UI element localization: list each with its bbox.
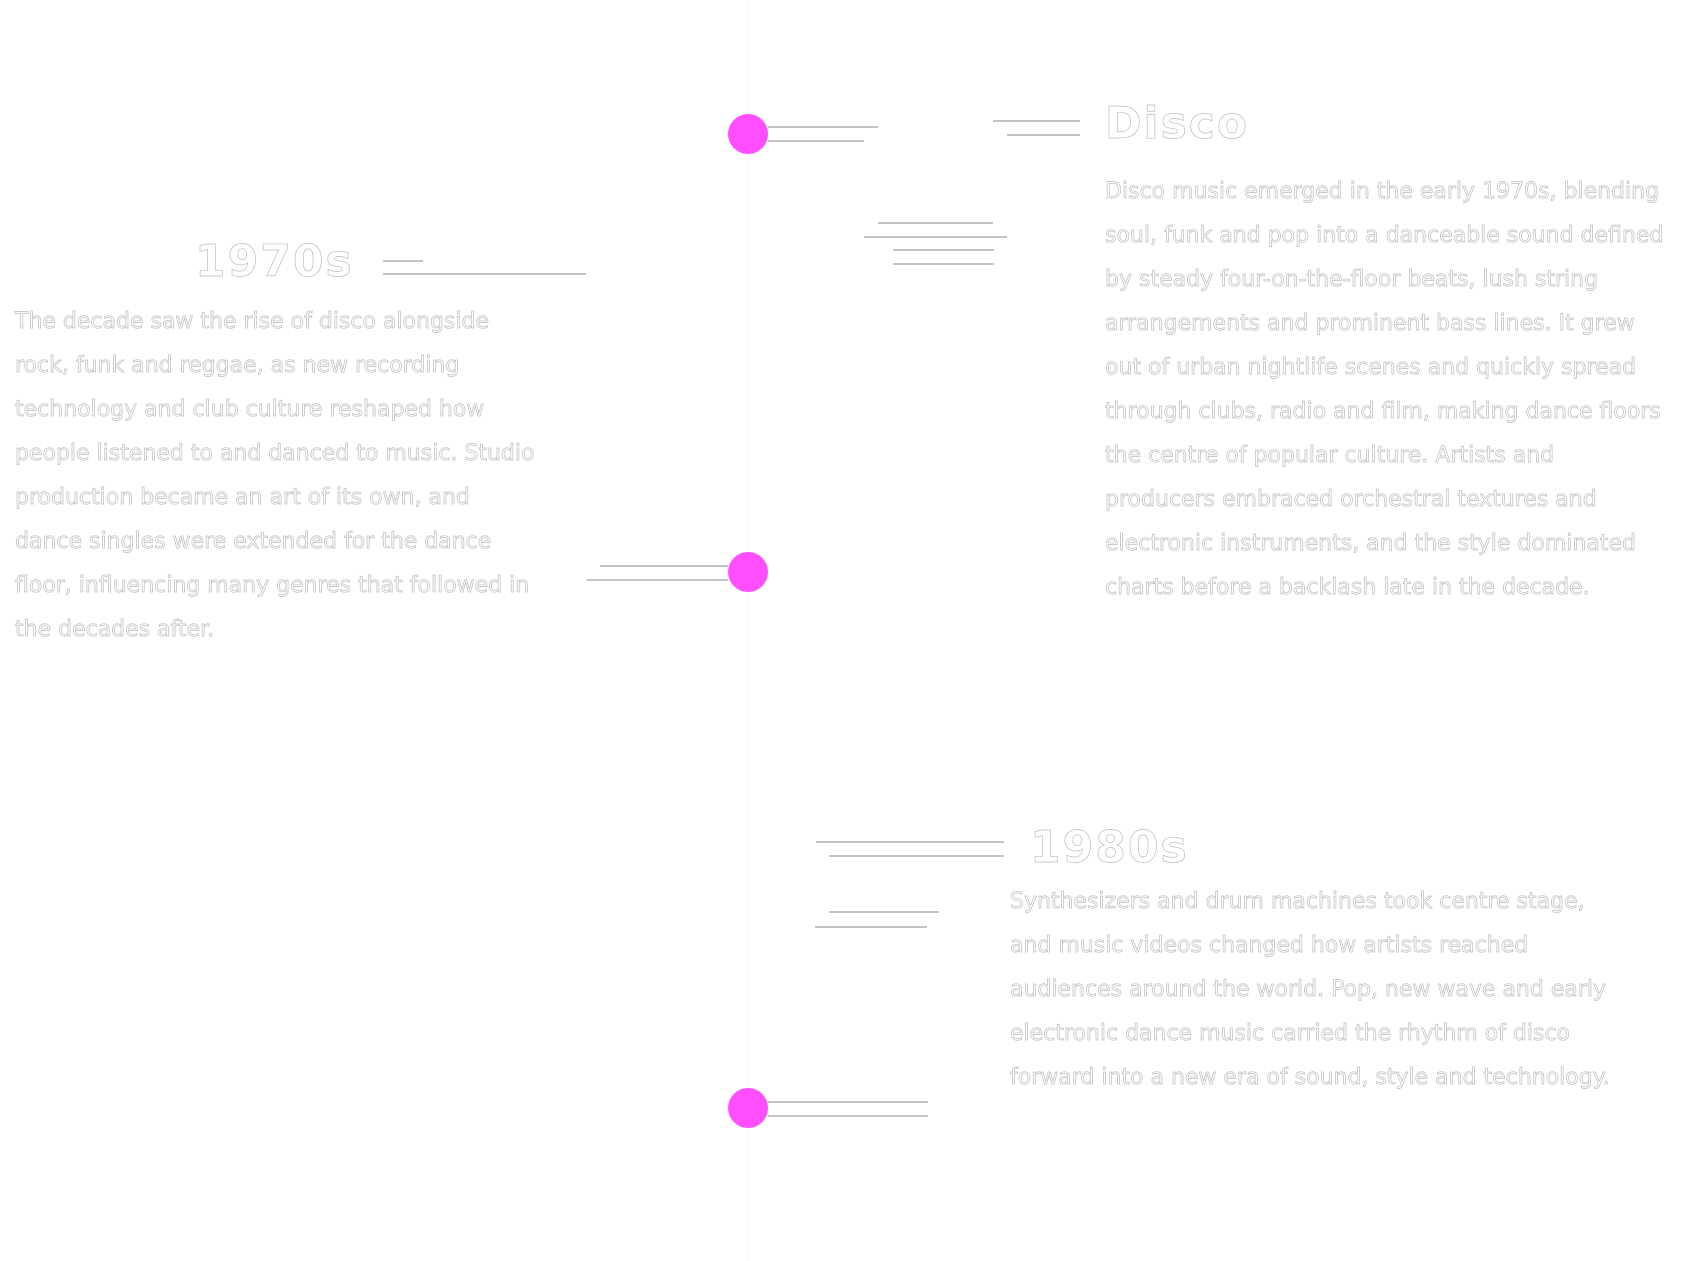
connector-line	[864, 236, 1007, 238]
connector-line	[993, 120, 1080, 122]
event-description: The decade saw the rise of disco alongsi…	[15, 309, 535, 643]
timeline-dot-2[interactable]	[728, 552, 768, 592]
event-description: Synthesizers and drum machines took cent…	[1010, 889, 1610, 1091]
connector-line	[893, 249, 994, 251]
connector-line	[768, 126, 878, 128]
connector-line	[893, 263, 994, 265]
connector-line	[600, 565, 728, 567]
event-heading: 1980s	[1030, 822, 1189, 874]
timeline-dot-3[interactable]	[728, 1088, 768, 1128]
connector-line	[768, 1115, 928, 1117]
connector-line	[878, 222, 993, 224]
connector-line	[383, 260, 423, 262]
connector-line	[768, 1101, 928, 1103]
connector-line	[383, 273, 586, 275]
event-description: Disco music emerged in the early 1970s, …	[1105, 179, 1664, 601]
timeline-axis	[747, 0, 749, 1261]
connector-line	[1007, 134, 1080, 136]
connector-line	[829, 911, 939, 913]
event-heading: Disco	[1105, 98, 1250, 150]
connector-line	[768, 140, 864, 142]
connector-line	[815, 926, 927, 928]
event-heading: 1970s	[195, 236, 354, 288]
connector-line	[829, 855, 1004, 857]
timeline-dot-1[interactable]	[728, 114, 768, 154]
connector-line	[816, 841, 1004, 843]
connector-line	[587, 579, 728, 581]
